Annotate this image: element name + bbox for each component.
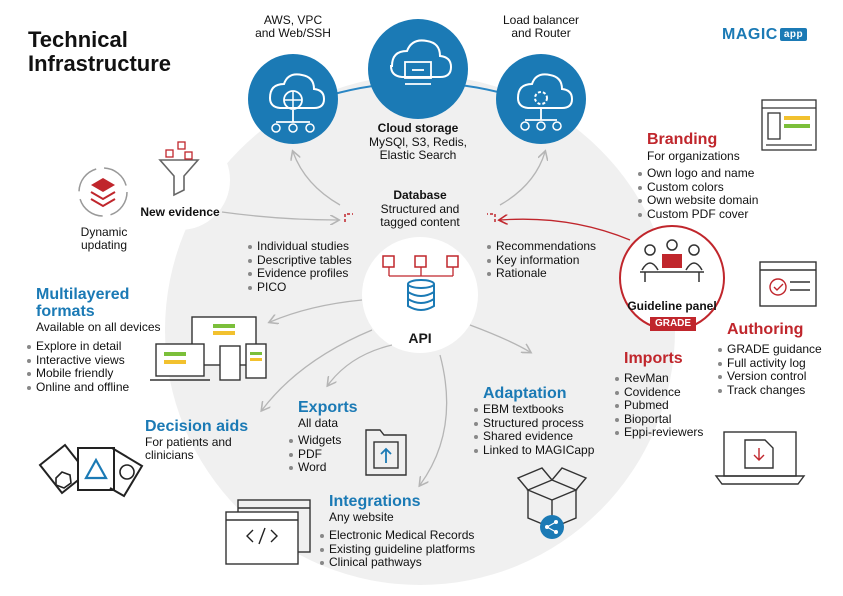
list-item: Individual studies	[248, 239, 352, 254]
imports-title: Imports	[624, 350, 683, 367]
panel-icon	[640, 239, 704, 282]
aws-label: AWS, VPC and Web/SSH	[255, 13, 331, 40]
decision-aids-icon	[38, 443, 144, 498]
list-item: EBM textbooks	[474, 402, 594, 417]
evidence-list: Individual studies Descriptive tables Ev…	[248, 239, 352, 295]
arrow-to-adaptation	[469, 324, 530, 352]
list-item: Rationale	[487, 267, 596, 281]
list-item: Interactive views	[27, 353, 129, 368]
integrations-title: Integrations	[329, 493, 421, 510]
list-item: Version control	[718, 370, 822, 384]
list-item: Custom colors	[638, 180, 758, 195]
arrow-to-aws	[293, 152, 341, 206]
load-balancer-label: Load balancer and Router	[502, 13, 580, 40]
list-item: Explore in detail	[27, 339, 129, 354]
multilayered-sub: Available on all devices	[36, 320, 161, 334]
adaptation-box-icon	[516, 467, 588, 539]
list-item: Online and offline	[27, 380, 129, 395]
list-item: Mobile friendly	[27, 367, 129, 381]
exports-title: Exports	[298, 399, 358, 416]
list-item: Full activity log	[718, 356, 822, 371]
list-item: Structured process	[474, 416, 594, 431]
branding-icon	[761, 99, 817, 151]
list-item: Track changes	[718, 383, 822, 398]
list-item: Clinical pathways	[320, 556, 475, 570]
list-item: Shared evidence	[474, 430, 594, 444]
dynamic-updating-icon	[78, 167, 128, 217]
decision-aids-sub: For patients and clinicians	[145, 435, 232, 462]
list-item: Eppi-reviewers	[615, 426, 703, 440]
list-item: Evidence profiles	[248, 267, 352, 281]
decision-aids-title: Decision aids	[145, 418, 249, 435]
list-item: PDF	[289, 447, 341, 462]
list-item: Linked to MAGICapp	[474, 443, 594, 458]
list-item: Key information	[487, 253, 596, 268]
aws-cloud-icon	[248, 54, 338, 144]
imports-list: RevMan Covidence Pubmed Bioportal Eppi-r…	[615, 371, 703, 440]
exports-sub: All data	[298, 416, 339, 430]
grade-badge: GRADE	[654, 318, 692, 329]
new-evidence-circle	[130, 130, 230, 230]
list-item: RevMan	[615, 371, 703, 386]
list-item: Covidence	[615, 385, 703, 400]
api-label: API	[408, 330, 432, 346]
authoring-icon	[759, 261, 817, 307]
integrations-list: Electronic Medical Records Existing guid…	[320, 528, 475, 570]
list-item: PICO	[248, 280, 352, 295]
arrow-guideline	[500, 219, 631, 241]
multilayered-list: Explore in detail Interactive views Mobi…	[27, 339, 129, 395]
exports-icon	[365, 429, 407, 476]
branding-title: Branding	[647, 131, 718, 148]
arrow-new-evidence	[221, 211, 338, 220]
arrow-to-multilayered	[270, 299, 363, 322]
dynamic-updating-label: Dynamic updating	[80, 225, 128, 252]
integrations-sub: Any website	[329, 510, 394, 524]
exports-list: Widgets PDF Word	[289, 433, 341, 475]
arrow-to-decision	[262, 329, 373, 410]
list-item: Own website domain	[638, 194, 758, 208]
integrations-icon	[225, 499, 311, 565]
arrow-to-integrations	[420, 354, 448, 485]
authoring-list: GRADE guidance Full activity log Version…	[718, 342, 822, 398]
list-item: Own logo and name	[638, 166, 758, 181]
list-item: Existing guideline platforms	[320, 542, 475, 557]
list-item: Recommendations	[487, 239, 596, 254]
list-item: Word	[289, 461, 341, 475]
database-bracket	[344, 213, 496, 222]
imports-laptop-icon	[714, 431, 806, 485]
arrow-to-lb	[499, 152, 545, 206]
database-icon	[382, 255, 459, 311]
database-title: Database	[393, 188, 447, 202]
funnel-icon	[158, 141, 200, 197]
multilayered-title: Multilayered formats	[36, 286, 130, 320]
load-balancer-cloud-icon	[496, 54, 586, 144]
list-item: Custom PDF cover	[638, 207, 758, 222]
grade-badge-bg	[650, 317, 696, 331]
page-title: Technical Infrastructure	[28, 27, 172, 76]
cloud-storage-title: Cloud storage	[377, 121, 459, 135]
list-item: Bioportal	[615, 412, 703, 427]
arrow-to-exports	[328, 344, 393, 385]
guideline-panel-circle	[619, 225, 725, 331]
list-item: Widgets	[289, 433, 341, 448]
recommendations-list: Recommendations Key information Rational…	[487, 239, 596, 281]
authoring-title: Authoring	[727, 321, 804, 338]
guideline-panel-label: Guideline panel	[627, 299, 717, 313]
adaptation-title: Adaptation	[483, 385, 567, 402]
list-item: GRADE guidance	[718, 342, 822, 357]
cloud-storage-sub: MySQl, S3, Redis, Elastic Search	[368, 135, 468, 162]
new-evidence-label: New evidence	[140, 205, 220, 219]
branding-sub: For organizations	[647, 149, 740, 163]
list-item: Pubmed	[615, 399, 703, 413]
cloud-storage-icon	[368, 19, 468, 119]
list-item: Descriptive tables	[248, 253, 352, 268]
list-item: Electronic Medical Records	[320, 528, 475, 543]
devices-icon	[150, 316, 267, 381]
database-sub: Structured and tagged content	[380, 202, 460, 229]
adaptation-list: EBM textbooks Structured process Shared …	[474, 402, 594, 458]
branding-list: Own logo and name Custom colors Own webs…	[638, 166, 758, 222]
